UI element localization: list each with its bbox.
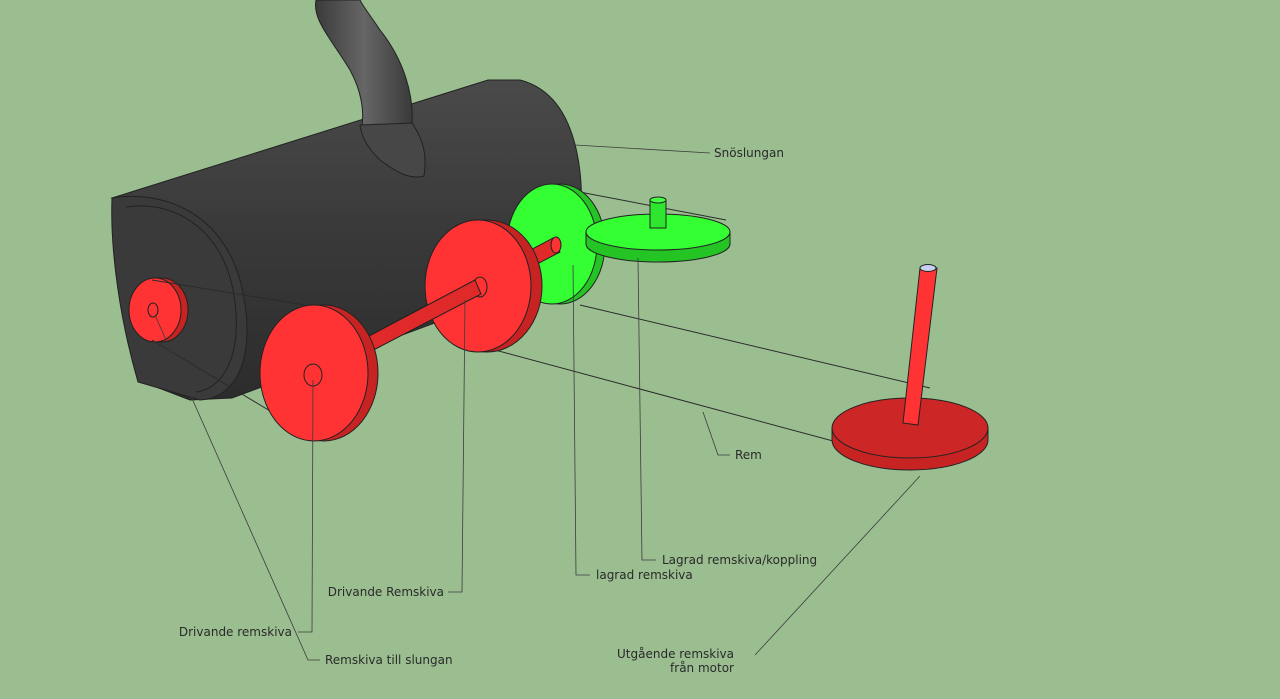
chute-collar xyxy=(359,122,426,178)
leader-rem xyxy=(702,411,730,456)
leader-snoslungan xyxy=(574,144,711,154)
drivande-remskiva-small xyxy=(128,277,189,343)
label-snoslungan: Snöslungan xyxy=(714,146,784,160)
label-utgaende-line2: från motor xyxy=(670,661,734,675)
belt-rem-lower xyxy=(494,349,886,456)
small-pulley-hub xyxy=(147,302,159,318)
motor-shaft-top xyxy=(919,264,937,272)
leader-lines xyxy=(154,144,921,661)
housing-end-rim xyxy=(125,205,237,393)
belt-rem-upper xyxy=(579,304,931,389)
front-pulley-face xyxy=(259,304,369,442)
label-lagrad-koppling: Lagrad remskiva/koppling xyxy=(662,553,817,567)
leader-drivande-liten xyxy=(298,379,314,633)
utgaende-remskiva xyxy=(831,264,989,471)
leader-till-slungan xyxy=(154,314,320,661)
leader-lagrad xyxy=(572,264,590,576)
koppling-hub-top xyxy=(649,196,667,204)
label-utgaende-line1: Utgående remskiva xyxy=(617,647,734,661)
chute-pipe xyxy=(314,0,413,126)
koppling-hub xyxy=(649,199,667,229)
remskiva-till-slungan xyxy=(259,304,379,442)
leader-lagrad-koppling xyxy=(637,257,656,561)
label-drivande-stor: Drivande Remskiva xyxy=(328,585,444,599)
shaft-end xyxy=(550,236,562,254)
label-lagrad: lagrad remskiva xyxy=(596,568,693,582)
drivande-remskiva-large xyxy=(424,219,543,353)
slungan-belt-upper xyxy=(151,279,306,306)
label-drivande-liten: Drivande remskiva xyxy=(179,625,292,639)
small-pulley-face xyxy=(128,277,182,343)
labels: Snöslungan Rem Lagrad remskiva/koppling … xyxy=(179,146,817,675)
label-rem: Rem xyxy=(735,448,762,462)
leader-utgaende xyxy=(754,475,921,656)
label-till-slungan: Remskiva till slungan xyxy=(325,653,453,667)
leader-drivande-stor xyxy=(448,299,466,593)
